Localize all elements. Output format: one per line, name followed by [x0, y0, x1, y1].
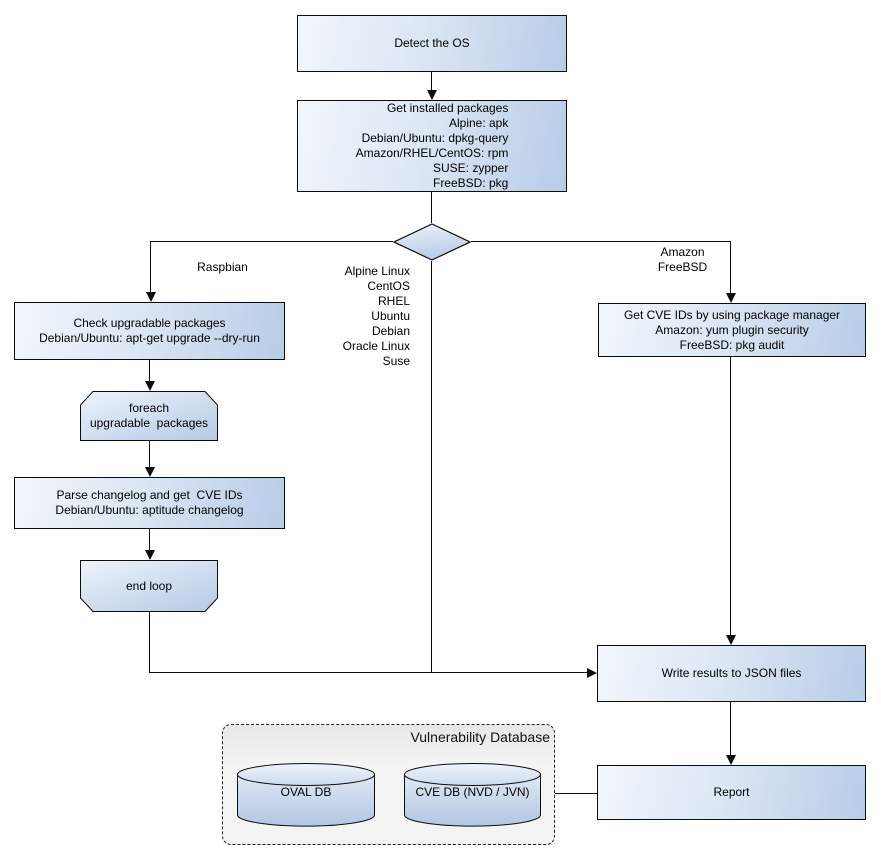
node-detect-os-label: Detect the OS — [394, 36, 470, 50]
connector-decision-right-vertical — [730, 241, 731, 294]
connector-decision-right-horizontal — [471, 241, 730, 242]
arrowhead-down-icon — [726, 635, 736, 645]
node-get-cve-ids-label: Get CVE IDs by using package manager Ama… — [623, 307, 841, 352]
connector-getcve-to-write — [730, 357, 731, 636]
arrowhead-down-icon — [145, 550, 155, 560]
node-oval-db: OVAL DB — [237, 763, 375, 827]
connector-foreach-to-parse — [149, 441, 150, 468]
arrowhead-down-icon — [726, 755, 736, 765]
arrowhead-down-icon — [145, 381, 155, 391]
database-cylinder-icon — [404, 763, 541, 827]
connector-decision-middle-vertical — [431, 261, 432, 673]
node-parse-changelog-label: Parse changelog and get CVE IDs Debian/U… — [55, 488, 244, 517]
connector-check-to-foreach — [149, 360, 150, 382]
node-write-results-label: Write results to JSON files — [661, 666, 802, 680]
node-end-loop-label: end loop — [125, 578, 173, 593]
connector-decision-left-vertical — [150, 241, 151, 293]
edge-label-os-list: Alpine Linux CentOS RHEL Ubuntu Debian O… — [342, 264, 410, 368]
arrowhead-down-icon — [726, 293, 736, 303]
node-check-upgradable: Check upgradable packages Debian/Ubuntu:… — [14, 302, 285, 360]
connector-getpkg-to-decision — [431, 192, 432, 223]
node-foreach-loop: foreach upgradable packages — [80, 391, 218, 441]
loop-end-icon — [80, 560, 218, 612]
arrowhead-down-icon — [146, 292, 156, 302]
node-cve-db-label: CVE DB (NVD / JVN) — [415, 785, 530, 799]
edge-label-raspbian: Raspbian — [197, 260, 248, 274]
node-get-installed-packages: Get installed packages Alpine: apk Debia… — [297, 100, 567, 192]
node-end-loop: end loop — [80, 560, 218, 612]
connector-decision-left-horizontal — [150, 241, 393, 242]
connector-detect-to-getpkg — [431, 72, 432, 92]
connector-parse-to-endloop — [149, 529, 150, 551]
arrowhead-down-icon — [145, 467, 155, 477]
node-get-cve-ids: Get CVE IDs by using package manager Ama… — [598, 303, 866, 357]
arrowhead-down-icon — [427, 90, 437, 100]
arrowhead-right-icon — [587, 668, 597, 678]
node-write-results: Write results to JSON files — [597, 645, 866, 702]
edge-label-amazon-freebsd: Amazon FreeBSD — [657, 245, 708, 274]
connector-db-to-report — [555, 793, 597, 794]
node-detect-os: Detect the OS — [297, 15, 567, 72]
connector-endloop-down — [149, 612, 150, 673]
node-report-label: Report — [713, 785, 750, 799]
node-get-installed-packages-label: Get installed packages Alpine: apk Debia… — [355, 101, 509, 190]
database-cylinder-icon — [237, 763, 375, 827]
loop-begin-icon — [80, 391, 218, 441]
node-report: Report — [597, 765, 866, 820]
node-parse-changelog: Parse changelog and get CVE IDs Debian/U… — [14, 477, 285, 529]
connector-write-to-report — [730, 702, 731, 756]
node-oval-db-label: OVAL DB — [280, 785, 332, 799]
node-cve-db: CVE DB (NVD / JVN) — [404, 763, 541, 827]
vulnerability-database-title: Vulnerability Database — [410, 729, 550, 745]
connector-merge-horizontal — [149, 672, 588, 673]
diamond-icon — [392, 223, 472, 261]
node-foreach-loop-label: foreach upgradable packages — [89, 401, 209, 430]
node-check-upgradable-label: Check upgradable packages Debian/Ubuntu:… — [39, 316, 260, 345]
node-os-decision-diamond — [392, 223, 472, 261]
